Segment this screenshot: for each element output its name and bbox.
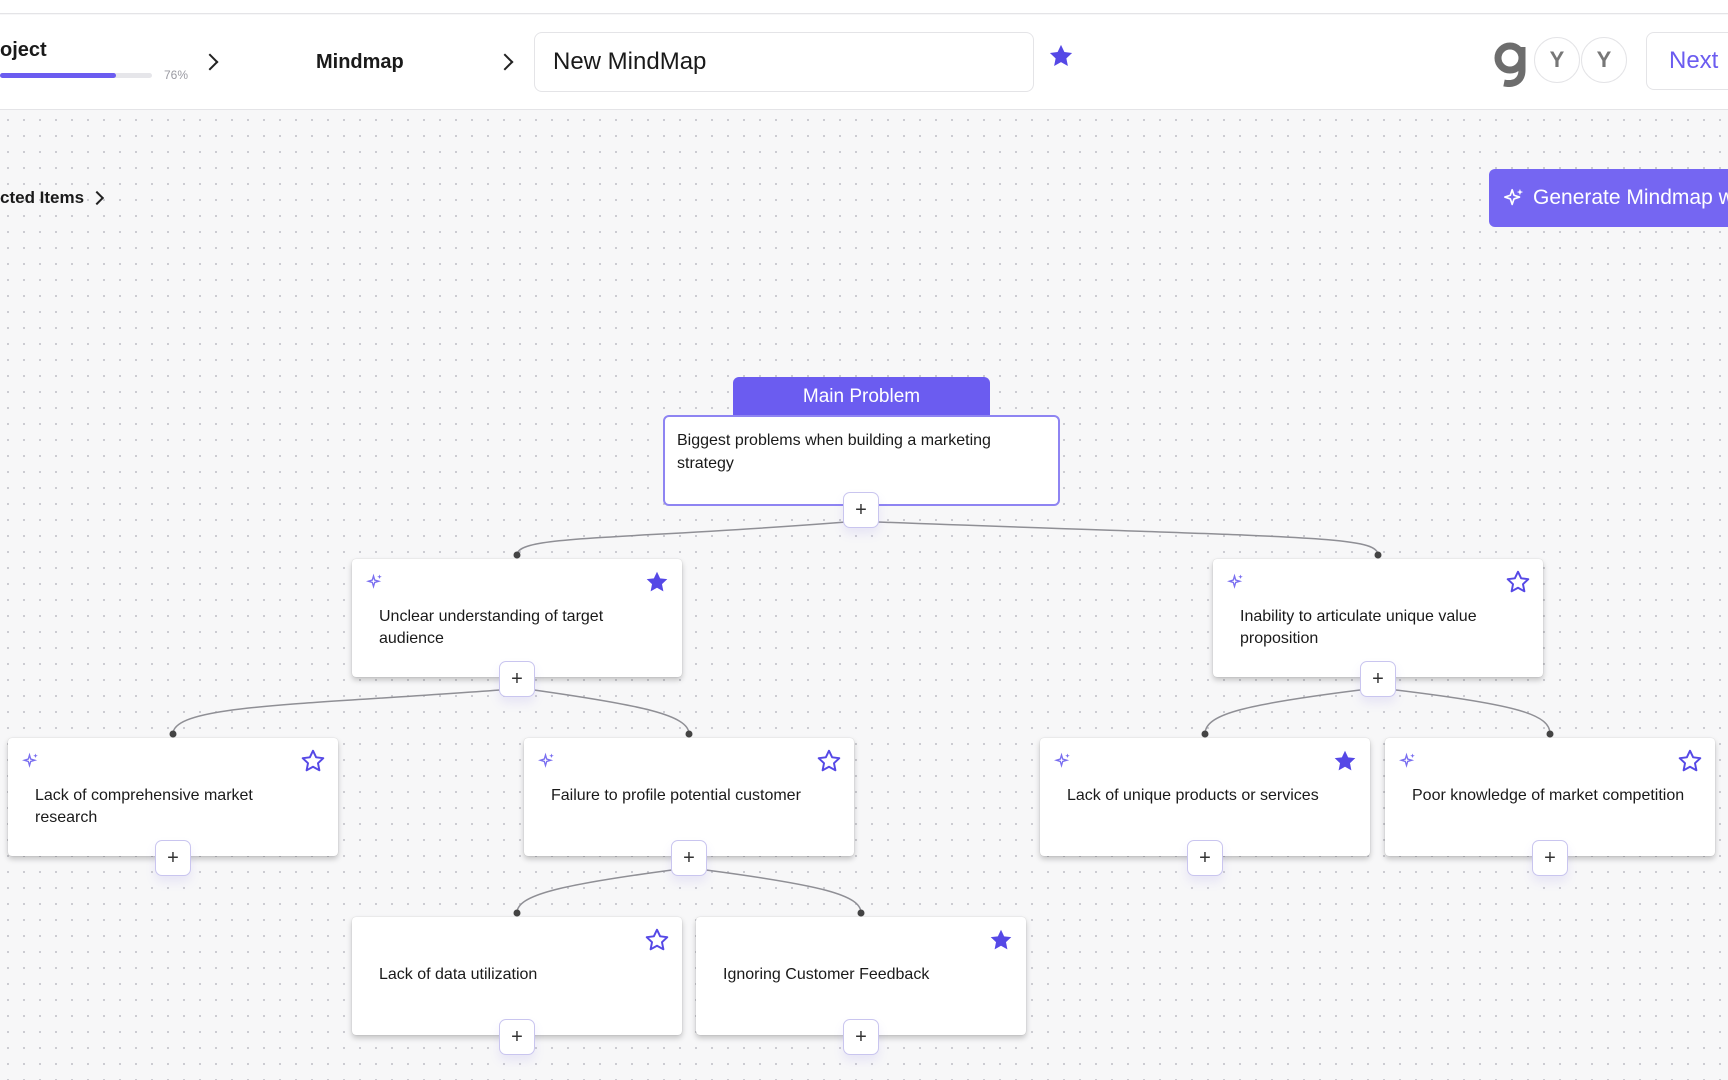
project-title[interactable]: oject (0, 39, 47, 61)
main-problem-node[interactable]: Biggest problems when building a marketi… (663, 415, 1060, 506)
app-logo-icon (1494, 42, 1526, 87)
mindmap-node[interactable]: Poor knowledge of market competition (1385, 738, 1715, 856)
next-button[interactable]: Next (1646, 32, 1728, 90)
selected-items-link[interactable]: cted Items (0, 188, 105, 208)
project-progress-bar (0, 73, 152, 78)
node-text: Ignoring Customer Feedback (723, 966, 930, 983)
generate-mindmap-button[interactable]: Generate Mindmap w (1489, 169, 1728, 227)
node-text: Lack of unique products or services (1067, 787, 1319, 804)
connector (533, 689, 690, 735)
connector (516, 521, 847, 556)
project-progress-fill (0, 73, 116, 78)
mindmap-node[interactable]: Ignoring Customer Feedback (696, 917, 1026, 1035)
star-outline-icon[interactable] (816, 748, 842, 774)
header-bar: oject 76% Mindmap Y Y Next (0, 15, 1728, 110)
sparkle-icon[interactable] (1399, 752, 1417, 770)
add-child-button[interactable]: + (499, 661, 535, 697)
node-text: Unclear understanding of target audience (379, 608, 604, 647)
node-text: Lack of data utilization (379, 966, 538, 983)
mindmap-node[interactable]: Lack of comprehensive market research (8, 738, 338, 856)
sparkle-icon[interactable] (366, 573, 384, 591)
node-text: Poor knowledge of market competition (1412, 787, 1685, 804)
mindmap-node[interactable]: Inability to articulate unique value pro… (1213, 559, 1543, 677)
connector (1204, 689, 1361, 735)
node-text: Inability to articulate unique value pro… (1240, 608, 1477, 647)
connector (516, 869, 673, 914)
connector (172, 689, 501, 735)
add-child-button[interactable]: + (155, 840, 191, 876)
main-problem-label: Main Problem (733, 377, 990, 416)
main-problem-text: Biggest problems when building a marketi… (677, 432, 991, 472)
breadcrumb-mindmap[interactable]: Mindmap (316, 51, 404, 73)
sparkle-icon[interactable] (22, 752, 40, 770)
node-text: Lack of comprehensive market research (35, 787, 253, 826)
sparkle-icon (1504, 188, 1524, 206)
add-child-button[interactable]: + (843, 1019, 879, 1055)
mindmap-name-input[interactable] (534, 32, 1034, 92)
node-text: Failure to profile potential customer (551, 787, 801, 804)
star-outline-icon[interactable] (1677, 748, 1703, 774)
mindmap-node[interactable]: Lack of data utilization (352, 917, 682, 1035)
star-outline-icon[interactable] (300, 748, 326, 774)
sparkle-icon[interactable] (1227, 573, 1245, 591)
connector (1395, 689, 1551, 735)
sparkle-icon[interactable] (1054, 752, 1072, 770)
favorite-star-icon[interactable] (1047, 42, 1075, 70)
selected-items-label: cted Items (0, 188, 85, 207)
mindmap-node[interactable]: Unclear understanding of target audience (352, 559, 682, 677)
user-avatar[interactable]: Y (1581, 37, 1627, 83)
connector (877, 521, 1379, 556)
add-child-button[interactable]: + (671, 840, 707, 876)
project-progress-label: 76% (164, 68, 189, 82)
mindmap-node[interactable]: Lack of unique products or services (1040, 738, 1370, 856)
add-child-button[interactable]: + (1360, 661, 1396, 697)
star-filled-icon[interactable] (1332, 748, 1358, 774)
user-avatar[interactable]: Y (1534, 37, 1580, 83)
add-child-button[interactable]: + (1187, 840, 1223, 876)
connector (705, 869, 862, 914)
star-outline-icon[interactable] (644, 927, 670, 953)
add-child-button[interactable]: + (499, 1019, 535, 1055)
generate-mindmap-label: Generate Mindmap w (1533, 186, 1728, 209)
star-outline-icon[interactable] (1505, 569, 1531, 595)
star-filled-icon[interactable] (644, 569, 670, 595)
mindmap-node[interactable]: Failure to profile potential customer (524, 738, 854, 856)
star-filled-icon[interactable] (988, 927, 1014, 953)
sparkle-icon[interactable] (538, 752, 556, 770)
add-child-button[interactable]: + (1532, 840, 1568, 876)
top-strip (0, 0, 1728, 14)
add-child-button[interactable]: + (843, 492, 879, 528)
